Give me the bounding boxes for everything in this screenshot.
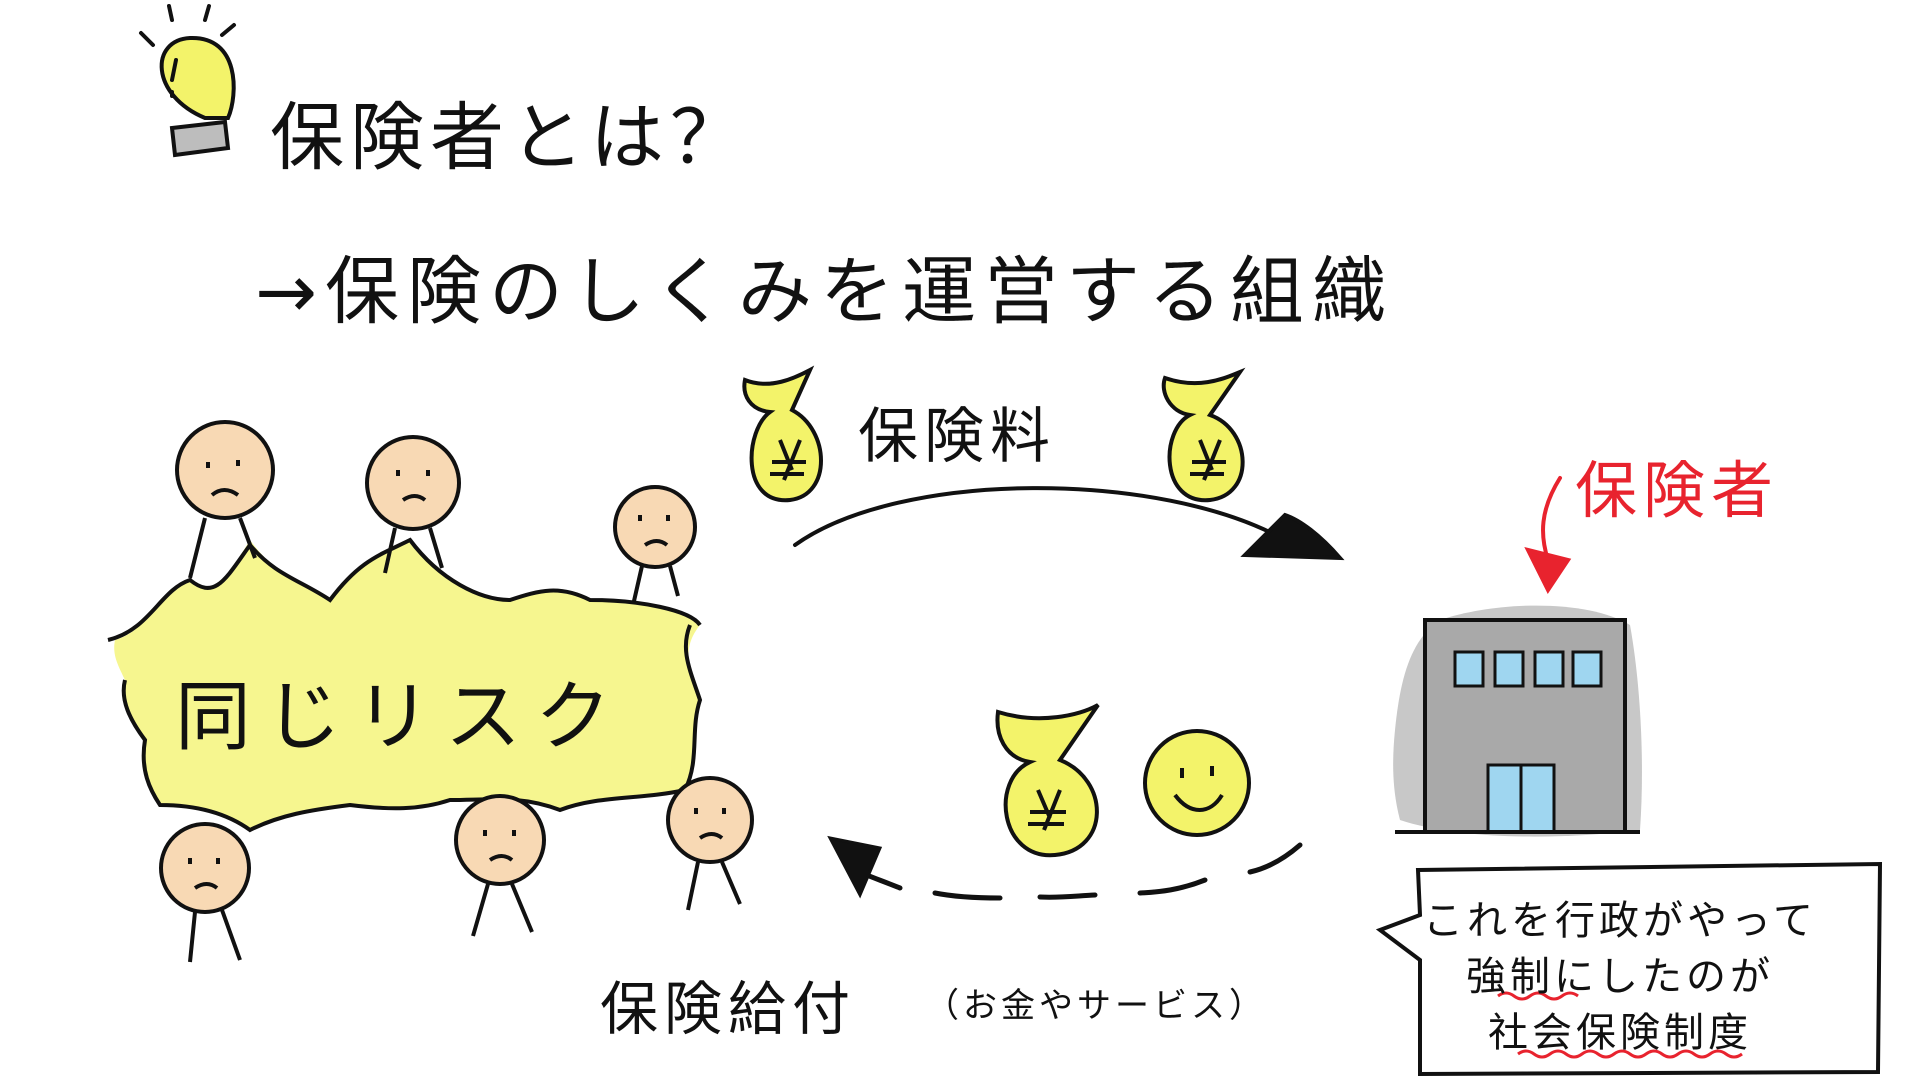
- lightbulb-icon: [139, 4, 236, 158]
- money-bag-icon-left: [742, 365, 823, 503]
- person-icon-6: [666, 776, 754, 911]
- note-line-3: 社会保険制度: [1488, 1010, 1752, 1056]
- benefit-label: 保険給付: [600, 975, 857, 1043]
- person-icon-3: [613, 485, 697, 602]
- person-icon-2: [365, 435, 461, 574]
- note-line-2: 強制にしたのが: [1410, 944, 1830, 1002]
- premium-label: 保険料: [858, 402, 1056, 472]
- risk-burst: [107, 537, 703, 833]
- money-bag-icon-right: [1161, 367, 1246, 503]
- note-underlines: [1497, 991, 1743, 1059]
- note-line-1: これを行政がやって: [1423, 898, 1817, 944]
- insurer-pointer-arrow: [1524, 476, 1572, 594]
- person-icon-4: [159, 822, 251, 963]
- same-risk-label: 同じリスク: [175, 672, 625, 761]
- premium-arrow: [793, 486, 1345, 561]
- money-bag-icon-benefit: [995, 703, 1100, 858]
- building-icon: [1393, 605, 1642, 837]
- benefit-note: （お金やサービス）: [925, 986, 1267, 1026]
- smiley-face-icon: [1143, 729, 1251, 837]
- person-icon-5: [454, 794, 546, 937]
- note-text-box: これを行政がやって 強制にしたのが 社会保険制度: [1410, 862, 1870, 1072]
- benefit-arrow: [827, 835, 1303, 901]
- insurer-label: 保険者: [1575, 454, 1780, 527]
- speech-box: [1375, 861, 1883, 1077]
- person-icon-1: [175, 420, 275, 579]
- note-emphasis-compulsory: 強制: [1466, 954, 1554, 1000]
- note-line-2-rest: にしたのが: [1554, 954, 1774, 1000]
- subtitle-definition: →保険のしくみを運営する組織: [255, 249, 1394, 335]
- page-title: 保険者とは？: [270, 95, 750, 181]
